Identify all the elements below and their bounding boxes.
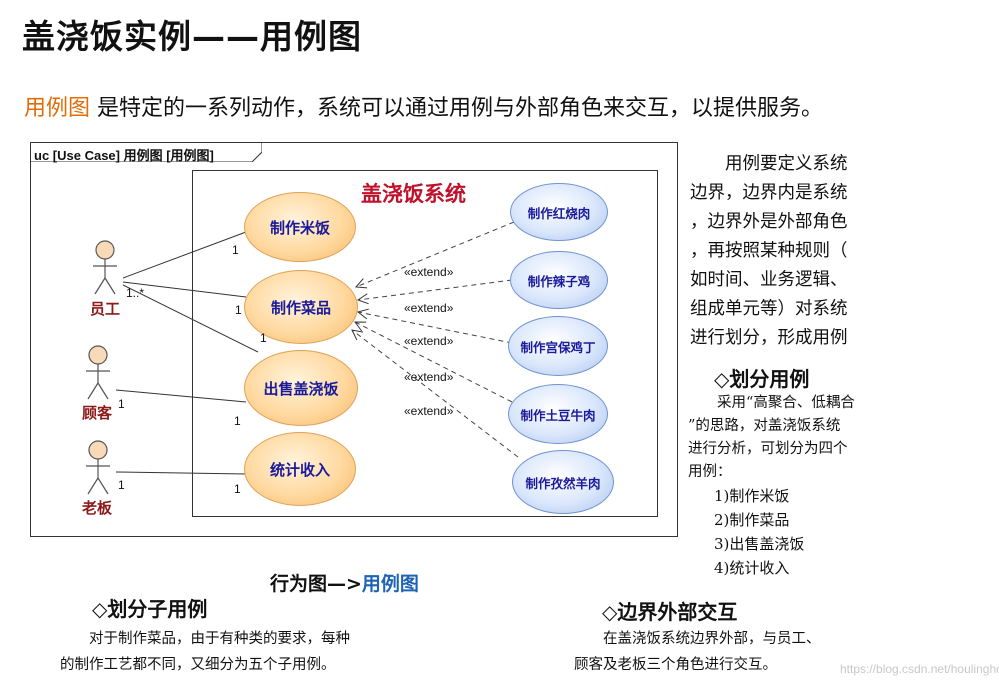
mult-staff: 1..*: [126, 286, 145, 300]
extend-label: «extend»: [404, 370, 454, 384]
assoc-customer-sell: [115, 389, 247, 403]
sub-divide-text: 对于制作菜品，由于有种类的要求，每种 的制作工艺都不同，又细分为五个子用例。: [60, 626, 350, 678]
boundary-line: 组成单元等）对系统: [690, 299, 848, 319]
actor-boss-figure: [86, 440, 110, 495]
flow-prefix: 行为图—>: [270, 573, 362, 595]
subusecase-lazi[interactable]: 制作辣子鸡: [510, 251, 608, 309]
intro-highlight: 用例图: [24, 96, 91, 121]
mult-boss: 1: [118, 478, 125, 492]
sub-divide-line: 对于制作菜品，由于有种类的要求，每种: [60, 631, 350, 647]
page-title: 盖浇饭实例——用例图: [22, 17, 362, 56]
external-text: 在盖浇饭系统边界外部，与员工、 顾客及老板三个角色进行交互。: [574, 626, 821, 678]
extend-hongshao: [356, 221, 515, 287]
divide-list-item: 1)制作米饭: [714, 487, 790, 505]
intro-text: 用例图 是特定的一系列动作，系统可以通过用例与外部角色来交互，以提供服务。: [24, 90, 823, 122]
assoc-staff-dish: [122, 281, 247, 298]
extend-lazi: [358, 279, 513, 300]
subusecase-ziran[interactable]: 制作孜然羊肉: [512, 450, 614, 514]
usecase-income-stats[interactable]: 统计收入: [244, 432, 356, 506]
divide-list-item: 2)制作菜品: [714, 511, 790, 529]
divide-list-item: 3)出售盖浇饭: [714, 535, 805, 553]
flow-title: 行为图—>用例图: [270, 569, 419, 596]
system-title: 盖浇饭系统: [361, 182, 466, 206]
boundary-line: 用例要定义系统: [690, 154, 848, 174]
external-line: 在盖浇饭系统边界外部，与员工、: [574, 631, 821, 647]
sub-divide-line: 的制作工艺都不同，又细分为五个子用例。: [60, 657, 336, 673]
divide-line: ”的思路，对盖浇饭系统: [688, 418, 841, 434]
divide-line: 进行分析，可划分为四个: [688, 441, 848, 457]
frame-label: uc [Use Case] 用例图 [用例图]: [34, 148, 214, 163]
diagram-frame: [30, 142, 678, 537]
assoc-boss-stats: [115, 471, 247, 475]
divide-line: 采用“高聚合、低耦合: [688, 395, 855, 411]
divide-list-item: 4)统计收入: [714, 559, 790, 577]
boundary-line: 进行划分，形成用例: [690, 328, 848, 348]
extend-tudou: [355, 322, 513, 403]
assoc-staff-sell: [122, 284, 259, 353]
system-boundary: [192, 170, 658, 517]
frame-tab: [30, 142, 262, 162]
boundary-line: ，边界外是外部角色: [690, 212, 848, 232]
boundary-note: 用例要定义系统 边界，边界内是系统 ，边界外是外部角色 ，再按照某种规则（ 如时…: [690, 150, 848, 353]
actor-customer-figure: [86, 345, 110, 400]
mult-dish: 1: [235, 303, 242, 317]
actor-staff-label: 员工: [90, 300, 121, 318]
extend-label: «extend»: [404, 334, 454, 348]
divide-line: 用例：: [688, 464, 732, 480]
mult-stats: 1: [234, 482, 241, 496]
subusecase-gongbao[interactable]: 制作宫保鸡丁: [508, 316, 608, 376]
subusecase-tudou[interactable]: 制作土豆牛肉: [508, 384, 608, 444]
mult-sell-staff: 1: [260, 331, 267, 345]
sub-divide-heading: ◇划分子用例: [92, 597, 208, 621]
external-line: 顾客及老板三个角色进行交互。: [574, 657, 777, 673]
flow-target: 用例图: [361, 573, 419, 595]
actor-boss-label: 老板: [82, 499, 113, 517]
divide-text: 采用“高聚合、低耦合 ”的思路，对盖浇饭系统 进行分析，可划分为四个 用例：: [688, 392, 855, 484]
mult-customer: 1: [118, 397, 125, 411]
extend-label: «extend»: [404, 404, 454, 418]
divide-heading: ◇划分用例: [714, 367, 810, 391]
actor-staff-figure: [93, 240, 117, 295]
mult-rice: 1: [232, 243, 239, 257]
divide-list: 1)制作米饭 2)制作菜品 3)出售盖浇饭 4)统计收入: [714, 484, 804, 580]
usecase-make-rice[interactable]: 制作米饭: [244, 192, 356, 262]
usecase-sell-rice[interactable]: 出售盖浇饭: [244, 350, 358, 426]
usecase-make-dish[interactable]: 制作菜品: [244, 270, 358, 344]
extend-ziran: [352, 330, 519, 458]
external-heading: ◇边界外部交互: [602, 600, 738, 624]
mult-sell-customer: 1: [234, 414, 241, 428]
subusecase-hongshao[interactable]: 制作红烧肉: [510, 183, 608, 241]
intro-rest: 是特定的一系列动作，系统可以通过用例与外部角色来交互，以提供服务。: [90, 96, 824, 121]
extend-label: «extend»: [404, 265, 454, 279]
extend-gongbao: [358, 312, 513, 344]
boundary-line: ，再按照某种规则（: [690, 241, 848, 261]
boundary-line: 边界，边界内是系统: [690, 183, 848, 203]
watermark: https://blog.csdn.net/houlinghouling: [840, 662, 999, 676]
assoc-staff-rice: [122, 231, 247, 279]
actor-customer-label: 顾客: [82, 404, 113, 422]
extend-label: «extend»: [404, 301, 454, 315]
boundary-line: 如时间、业务逻辑、: [690, 270, 848, 290]
